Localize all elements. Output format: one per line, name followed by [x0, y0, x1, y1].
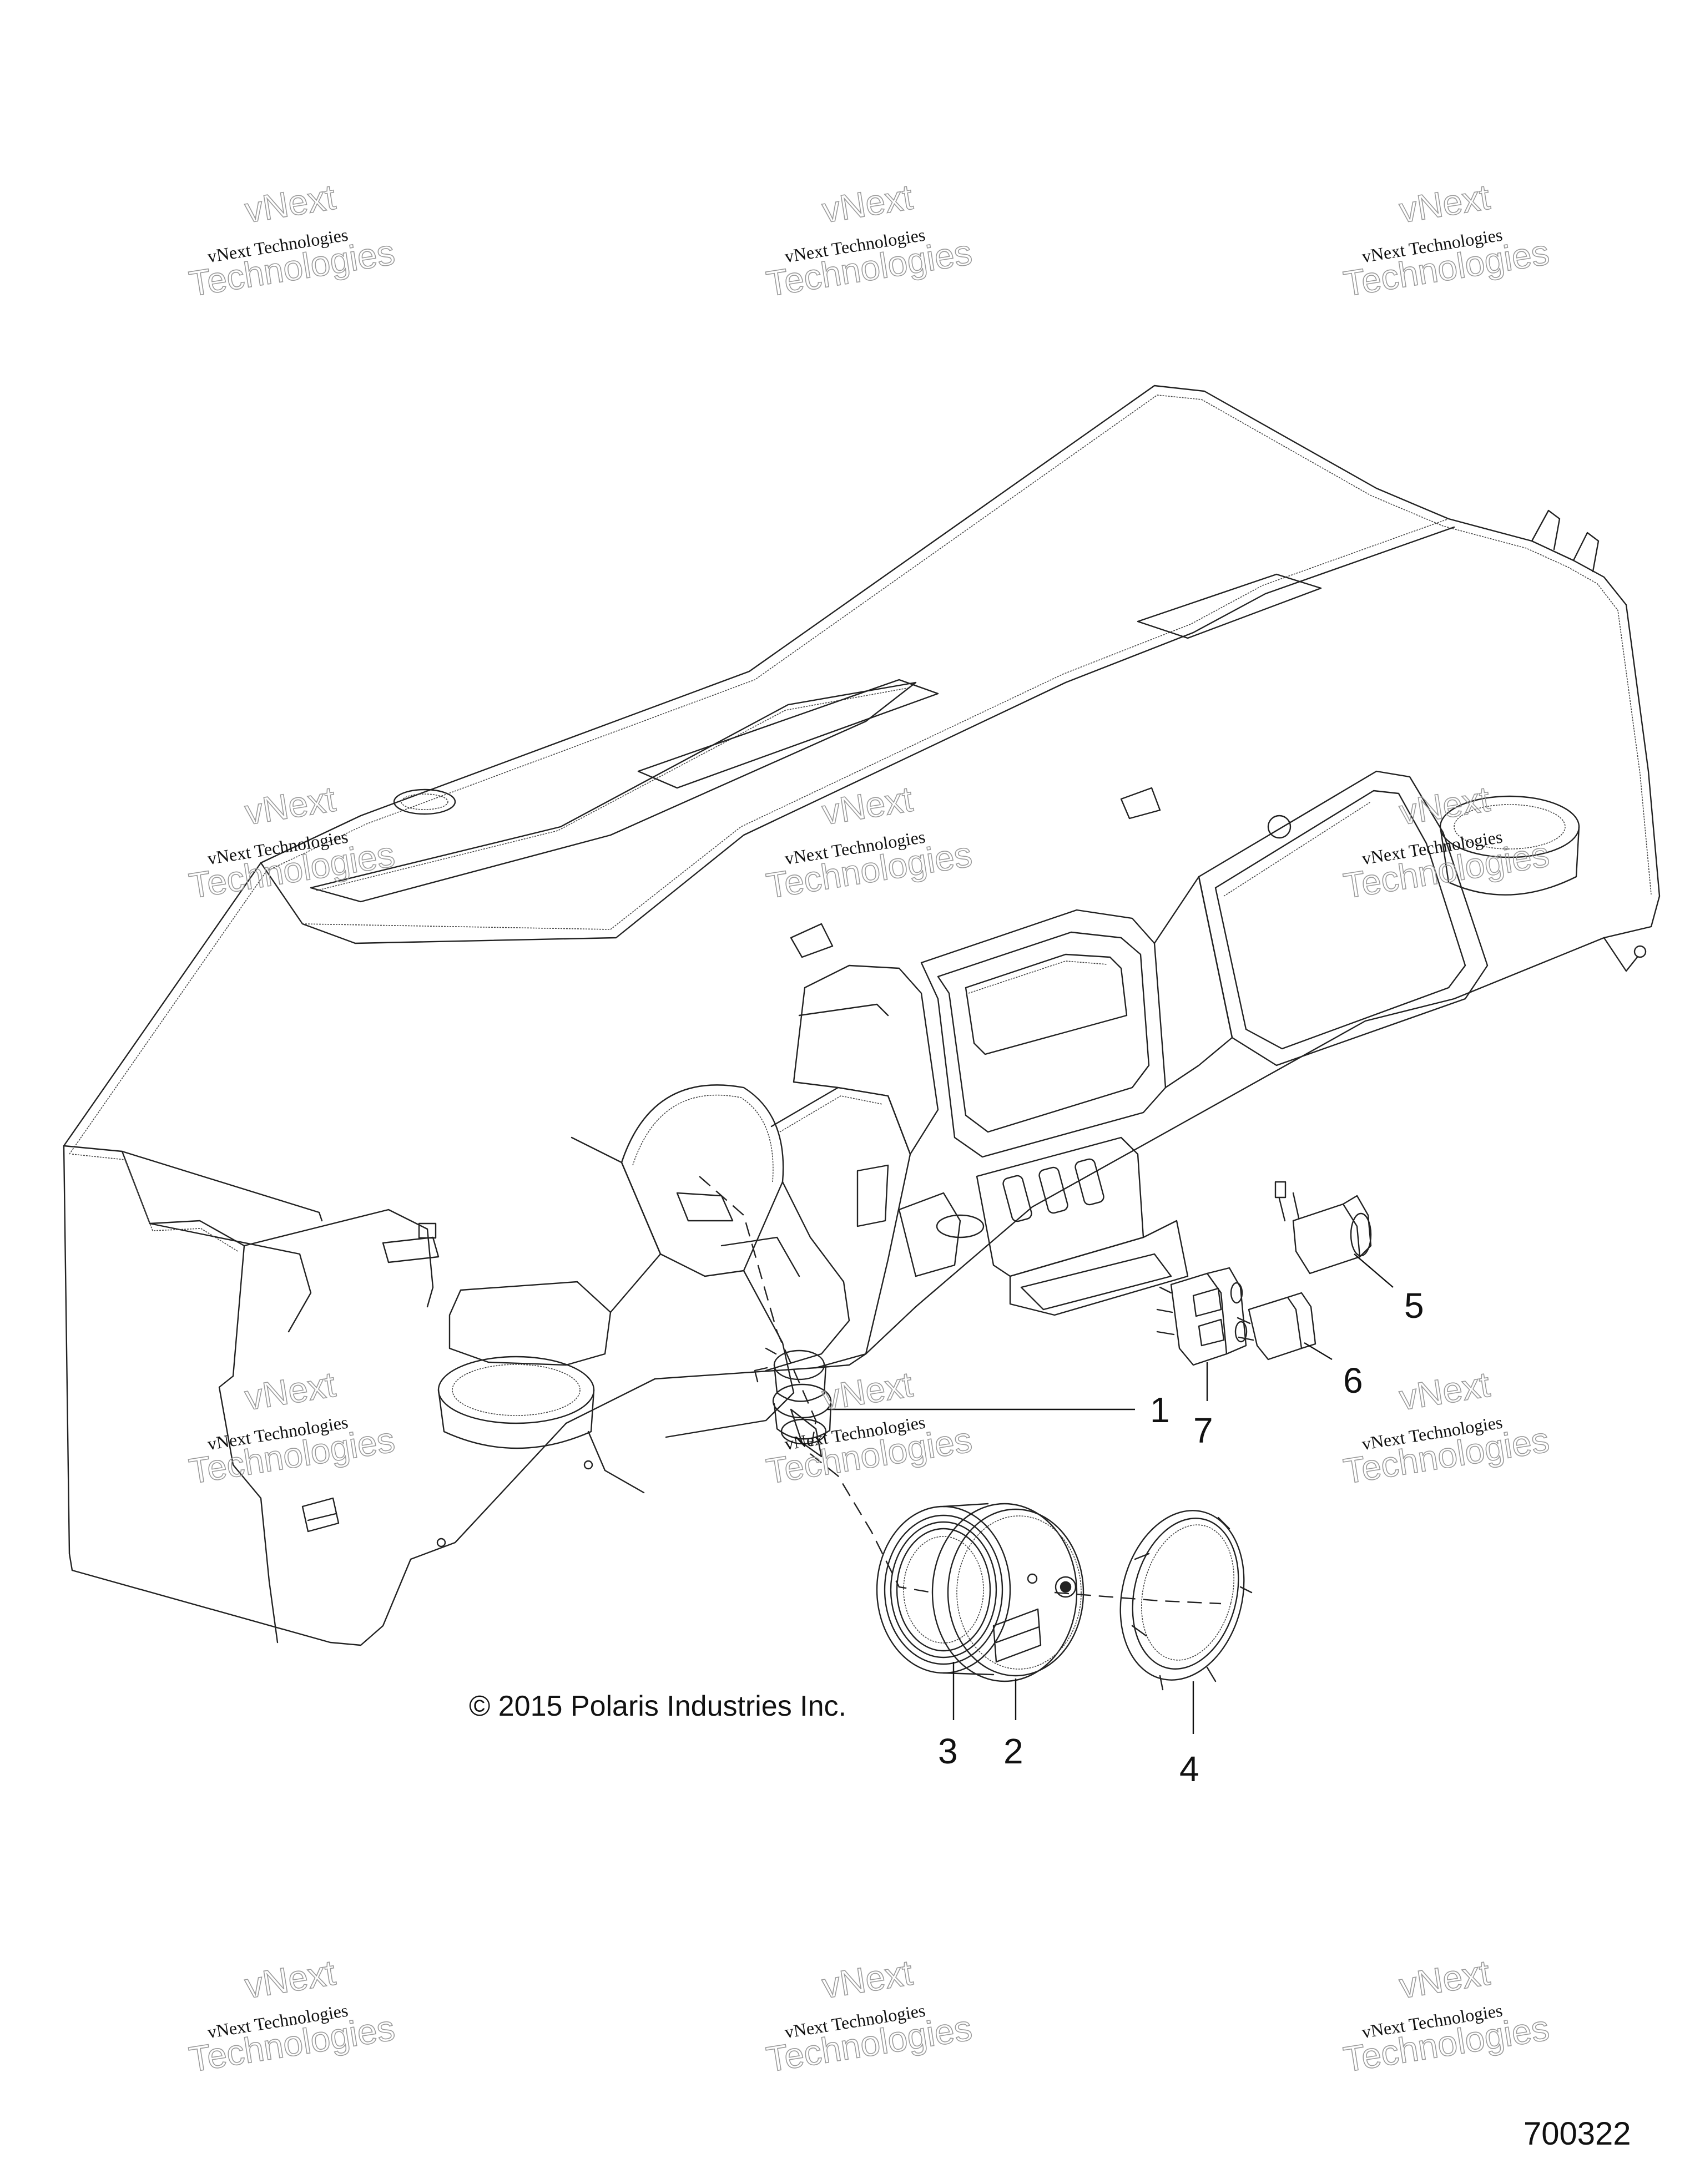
watermark: vNext vNext Technologies Technologies: [763, 778, 975, 907]
svg-text:vNext: vNext: [819, 779, 915, 833]
dashboard-assembly: [63, 385, 1661, 1646]
svg-text:vNext: vNext: [1396, 1364, 1492, 1418]
callout-5: 5: [1404, 1286, 1424, 1326]
gauge-bezel-part-4: [1119, 1510, 1253, 1691]
watermark: vNext vNext Technologies Technologies: [763, 1952, 975, 2080]
gauge-body-part-2: [931, 1503, 1084, 1682]
callout-7: 7: [1193, 1411, 1213, 1450]
copyright-notice: © 2015 Polaris Industries Inc.: [469, 1690, 846, 1722]
watermark: vNext vNext Technologies Technologies: [1340, 1952, 1552, 2080]
ignition-switch-part: [754, 1347, 832, 1458]
callout-1: 1: [1150, 1390, 1170, 1430]
callout-2: 2: [1003, 1731, 1023, 1771]
accessory-switch-part-5: [1274, 1181, 1372, 1275]
watermark: vNext vNext Technologies Technologies: [1340, 1364, 1552, 1492]
svg-text:vNext: vNext: [1396, 1953, 1492, 2006]
assembly-line-gauge: [699, 1176, 933, 1594]
assembly-line-bezel: [1054, 1591, 1222, 1605]
rocker-switch-part-7: [1156, 1267, 1248, 1366]
watermark: vNext vNext Technologies Technologies: [186, 1364, 398, 1492]
figure-number: 700322: [1524, 2116, 1631, 2152]
svg-text:vNext: vNext: [1396, 177, 1492, 231]
callout-3: 3: [938, 1731, 958, 1771]
svg-text:vNext: vNext: [242, 1953, 338, 2006]
leader-lines: [827, 1253, 1394, 1734]
callout-numbers: 1 2 3 4 5 6 7: [938, 1286, 1424, 1789]
svg-text:vNext: vNext: [242, 177, 338, 231]
watermark-grid: vNext vNext Technologies Technologies vN…: [186, 176, 1552, 2080]
watermark: vNext vNext Technologies Technologies: [186, 778, 398, 907]
svg-text:vNext: vNext: [819, 177, 915, 231]
svg-text:vNext: vNext: [242, 1364, 338, 1418]
watermark: vNext vNext Technologies Technologies: [1340, 176, 1552, 305]
watermark: vNext vNext Technologies Technologies: [186, 1952, 398, 2080]
svg-text:vNext: vNext: [1396, 779, 1492, 833]
callout-6: 6: [1343, 1361, 1363, 1401]
svg-text:vNext: vNext: [819, 1953, 915, 2006]
watermark: vNext vNext Technologies Technologies: [186, 176, 398, 305]
svg-text:vNext: vNext: [242, 779, 338, 833]
watermark: vNext vNext Technologies Technologies: [763, 176, 975, 305]
callout-4: 4: [1179, 1749, 1199, 1789]
watermark: vNext vNext Technologies Technologies: [1340, 778, 1552, 907]
gauge-housing-part-3: [876, 1503, 1011, 1676]
switch-blank-part-6: [1237, 1292, 1316, 1361]
